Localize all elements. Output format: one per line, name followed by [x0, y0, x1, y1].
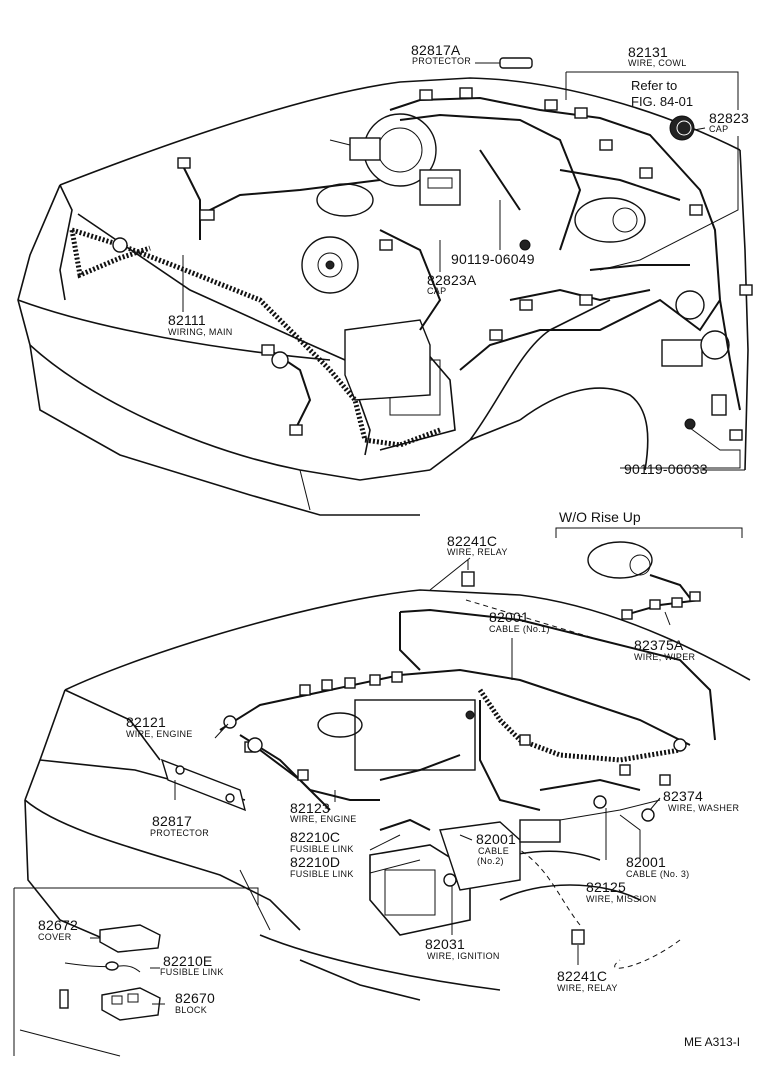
- top-leaders: [182, 62, 741, 469]
- label-82111-desc: WIRING, MAIN: [168, 327, 233, 337]
- top-car-body: [17, 77, 749, 516]
- label-82031-pn: 82031: [425, 936, 465, 952]
- label-82375a-desc: WIRE, WIPER: [634, 652, 696, 662]
- label-82210e-desc: FUSIBLE LINK: [160, 967, 224, 977]
- label-82374-desc: WIRE, WASHER: [668, 803, 740, 813]
- label-82210d-pn: 82210D: [290, 854, 341, 870]
- label-82672-desc: COVER: [38, 932, 72, 942]
- label-82210c-desc: FUSIBLE LINK: [290, 844, 354, 854]
- ref-line-1: Refer to: [631, 78, 678, 93]
- bottom-leaders: [174, 527, 743, 969]
- label-82001-no2-desc: CABLE: [478, 846, 510, 856]
- label-82241c-a-desc: WIRE, RELAY: [447, 547, 508, 557]
- bolt-90119-06049: 90119-06049: [451, 251, 535, 267]
- label-82817a-pn: 82817A: [411, 42, 461, 58]
- label-82210e-pn: 82210E: [163, 953, 213, 969]
- wiper-assembly: [587, 541, 701, 626]
- label-82031-desc: WIRE, IGNITION: [427, 951, 500, 961]
- label-82817-desc: PROTECTOR: [150, 828, 210, 838]
- label-82210c-pn: 82210C: [290, 829, 341, 845]
- label-82375a-pn: 82375A: [634, 637, 684, 653]
- label-82823-pn: 82823: [709, 110, 749, 126]
- top-harness: [69, 87, 753, 448]
- label-82111-pn: 82111: [168, 312, 206, 328]
- label-82670-pn: 82670: [175, 990, 215, 1006]
- label-82125-pn: 82125: [586, 879, 626, 895]
- label-82001-no1-desc: CABLE (No.1): [489, 624, 550, 634]
- label-82672-pn: 82672: [38, 917, 78, 933]
- label-82817a-desc: PROTECTOR: [412, 56, 472, 66]
- label-82121-pn: 82121: [126, 714, 166, 730]
- label-82001-no3-desc: CABLE (No. 3): [626, 869, 690, 879]
- label-82817-pn: 82817: [152, 813, 192, 829]
- label-82001-no2-desc2: (No.2): [477, 856, 504, 866]
- bottom-engine-parts: [160, 571, 655, 945]
- label-82374-pn: 82374: [663, 788, 703, 804]
- bottom-car-body: [24, 589, 751, 1001]
- label-82125-desc: WIRE, MISSION: [586, 894, 657, 904]
- label-82823a-pn: 82823A: [427, 272, 477, 288]
- wo-rise-up-label: W/O Rise Up: [559, 509, 641, 525]
- label-82241c-a-pn: 82241C: [447, 533, 498, 549]
- label-82123-desc: WIRE, ENGINE: [290, 814, 357, 824]
- inset-box: [13, 887, 259, 1057]
- label-82001-no1-pn: 82001: [489, 609, 529, 625]
- label-82123-pn: 82123: [290, 800, 330, 816]
- bottom-harness: [219, 608, 716, 831]
- bolt-90119-06033: 90119-06033: [624, 461, 708, 477]
- label-82823a-desc: CAP: [427, 286, 447, 296]
- label-82001-no3-pn: 82001: [626, 854, 666, 870]
- label-82001-no2-pn: 82001: [476, 831, 516, 847]
- label-82241c-b-desc: WIRE, RELAY: [557, 983, 618, 993]
- label-82131-desc: WIRE, COWL: [628, 58, 687, 68]
- label-82131-pn: 82131: [628, 44, 668, 60]
- top-engine-parts: [301, 57, 730, 430]
- ref-line-2: FIG. 84-01: [631, 94, 694, 109]
- label-82121-desc: WIRE, ENGINE: [126, 729, 193, 739]
- figure-code: ME A313-I: [684, 1035, 741, 1049]
- label-82823-desc: CAP: [709, 124, 729, 134]
- label-82670-desc: BLOCK: [175, 1005, 208, 1015]
- label-82241c-b-pn: 82241C: [557, 968, 608, 984]
- label-82210d-desc: FUSIBLE LINK: [290, 869, 354, 879]
